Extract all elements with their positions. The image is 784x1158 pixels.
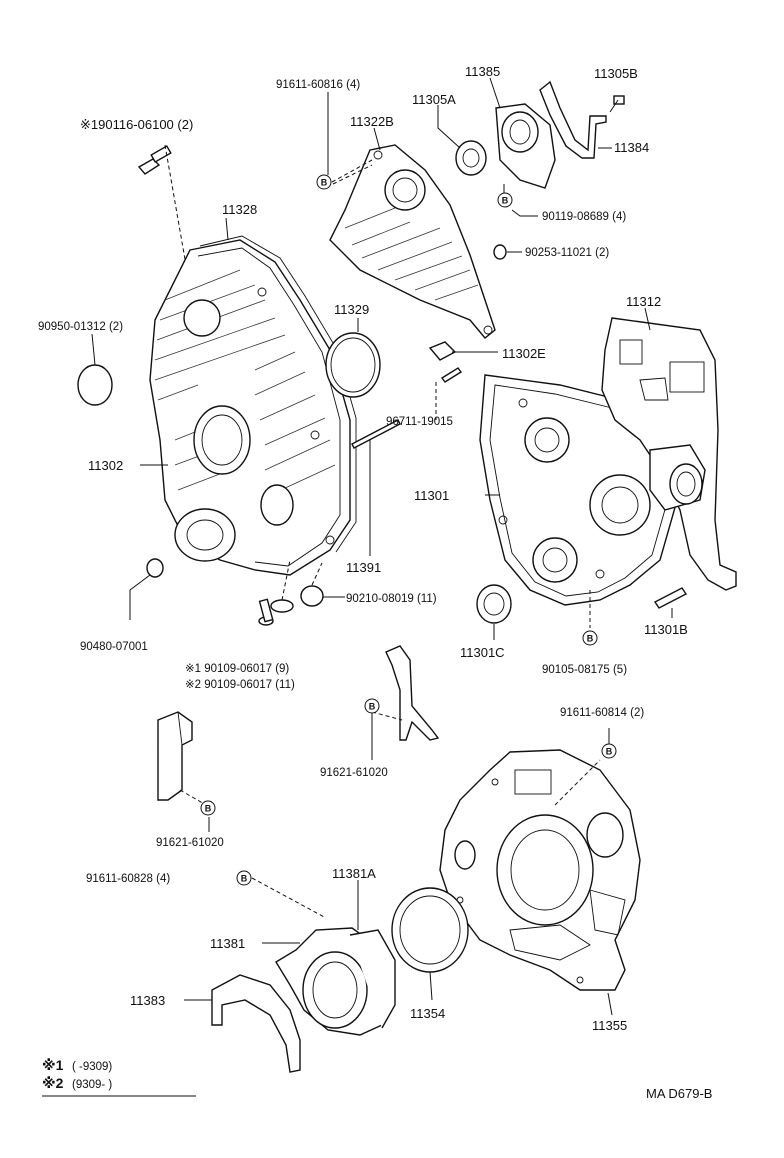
label-91611-60828: 91611-60828 (4) — [86, 873, 170, 885]
bolt-190116 — [137, 145, 172, 175]
svg-text:B: B — [321, 178, 328, 188]
gasket-11383 — [211, 974, 301, 1073]
plate-11355 — [439, 749, 641, 991]
b-marker: B — [497, 192, 513, 208]
bracket-11384 — [539, 80, 607, 159]
label-11381: 11381 — [210, 936, 245, 951]
retainer-11381 — [275, 927, 396, 1036]
svg-text:B: B — [606, 747, 613, 757]
oring-11329 — [325, 332, 381, 398]
svg-text:B: B — [502, 196, 509, 206]
b-marker: B — [316, 174, 332, 190]
label-11301C: 11301C — [460, 645, 505, 660]
label-90105-08175: 90105-08175 (5) — [542, 664, 627, 676]
legend-notes: ※1 ( -9309) ※2 (9309- ) — [42, 1057, 196, 1097]
label-90253-11021: 90253-11021 (2) — [525, 247, 609, 259]
ring-11354 — [391, 887, 469, 973]
label-11385: 11385 — [465, 64, 500, 79]
note1-mark: ※1 — [42, 1057, 64, 1073]
label-11328: 11328 — [222, 202, 257, 217]
note2-mark: ※2 — [42, 1075, 64, 1091]
label-90119-08689: 90119-08689 (4) — [542, 211, 626, 223]
label-11301B: 11301B — [644, 622, 688, 637]
gasket-11328 — [199, 235, 357, 553]
b-marker: B — [200, 800, 216, 816]
bracket-91621-b — [157, 711, 193, 801]
b-marker: B — [582, 630, 598, 646]
label-11305B: 11305B — [594, 66, 638, 81]
clip-96711 — [440, 367, 463, 383]
label-190109-06017: ※1 90109-06017 (9) — [185, 663, 289, 675]
drawing-code: MA D679-B — [646, 1086, 712, 1101]
label-90950-01312: 90950-01312 (2) — [38, 321, 123, 333]
grommet-90480 — [146, 558, 164, 578]
b-marker: B — [236, 870, 252, 886]
svg-text:B: B — [205, 804, 212, 814]
label-11381A: 11381A — [332, 866, 376, 881]
label-11302: 11302 — [88, 458, 123, 473]
note2-text: (9309- ) — [72, 1079, 112, 1091]
bolt-90109 — [258, 598, 294, 626]
svg-text:B: B — [369, 702, 376, 712]
plug-90253 — [493, 244, 507, 260]
plug-90950 — [77, 364, 113, 406]
label-96711-19015: 96711-19015 — [386, 416, 453, 428]
timing-cover-11302 — [149, 239, 351, 576]
stud-11301B — [653, 587, 688, 609]
label-91621-61020-b: 91621-61020 — [156, 837, 224, 849]
b-marker: B — [601, 743, 617, 759]
washer-90210 — [300, 585, 324, 607]
label-11354: 11354 — [410, 1006, 445, 1021]
label-11384: 11384 — [614, 140, 649, 155]
note1-text: ( -9309) — [72, 1061, 112, 1073]
pump-housing — [649, 444, 706, 511]
label-11329: 11329 — [334, 302, 369, 317]
label-91611-60814: 91611-60814 (2) — [560, 707, 644, 719]
svg-text:B: B — [587, 634, 594, 644]
label-90480-07001: 90480-07001 — [80, 641, 148, 653]
label-11355: 11355 — [592, 1018, 627, 1033]
plug-11305B — [613, 95, 625, 105]
label-11305A: 11305A — [412, 92, 456, 107]
label-11391: 11391 — [346, 560, 381, 575]
bracket-91621-a — [385, 645, 440, 741]
label-90210-08019: 90210-08019 (11) — [346, 593, 437, 605]
label-11322B: 11322B — [350, 114, 394, 129]
svg-text:B: B — [241, 874, 248, 884]
label-91611-60816: 91611-60816 (4) — [276, 79, 360, 91]
label-11383: 11383 — [130, 993, 165, 1008]
cap-11302E — [428, 341, 457, 361]
label-11302E: 11302E — [502, 346, 546, 361]
housing-11385 — [495, 103, 556, 189]
label-11312: 11312 — [626, 294, 661, 309]
label-91621-61020-a: 91621-61020 — [320, 767, 388, 779]
pin-11391 — [351, 419, 401, 449]
b-marker: B — [364, 698, 380, 714]
seal-11301C — [476, 584, 512, 624]
cover-11322B — [329, 144, 496, 339]
label-190116-06100: ※190116-06100 (2) — [80, 117, 193, 132]
label-11301: 11301 — [414, 488, 449, 503]
label-290109-06017: ※2 90109-06017 (11) — [185, 679, 295, 691]
oilseal-11305A — [455, 140, 487, 176]
